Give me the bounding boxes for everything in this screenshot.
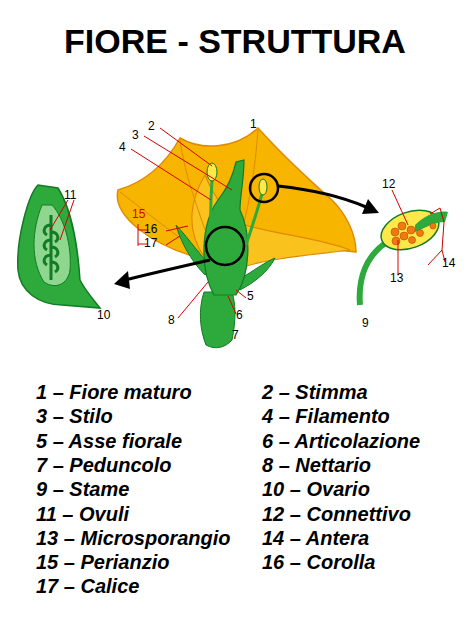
legend-item: 8 – Nettario [262, 455, 371, 475]
callout-number: 2 [148, 120, 155, 132]
callout-number: 13 [390, 272, 403, 284]
zoom-arrow [125, 260, 210, 280]
callout-number: 14 [442, 257, 455, 269]
legend-item: 6 – Articolazione [262, 431, 420, 451]
callout-number: 8 [168, 314, 175, 326]
leader-line [392, 190, 408, 275]
arrow-head [362, 199, 379, 214]
callout-number: 12 [382, 178, 395, 190]
legend-item: 4 – Filamento [262, 406, 390, 426]
leader-line [166, 226, 188, 245]
leader-line [178, 282, 246, 318]
leader-line [50, 200, 74, 240]
callout-number: 3 [132, 129, 139, 141]
legend-item: 11 – Ovuli [36, 504, 129, 524]
callout-number: 10 [97, 309, 110, 321]
callout-number: 6 [236, 309, 243, 321]
legend-item: 9 – Stame [36, 479, 129, 499]
legend-item: 5 – Asse fiorale [36, 431, 182, 451]
filament [360, 240, 390, 305]
legend-item: 12 – Connettivo [262, 504, 411, 524]
callout-number: 15 [132, 208, 145, 220]
leader-line [131, 128, 232, 200]
legend-item: 10 – Ovario [262, 479, 370, 499]
callout-number: 1 [250, 118, 257, 130]
callout-number: 5 [247, 290, 254, 302]
callout-number: 17 [144, 237, 157, 249]
pistil [204, 160, 248, 295]
legend-item: 13 – Microsporangio [36, 528, 231, 548]
callout-number: 11 [64, 189, 76, 201]
legend-item: 2 – Stimma [262, 382, 368, 402]
ovules [44, 215, 58, 280]
callout-number: 16 [144, 223, 157, 235]
title: FIORE - STRUTTURA [0, 24, 470, 58]
zoom-circle [250, 174, 278, 202]
callout-number: 4 [119, 141, 126, 153]
legend-item: 14 – Antera [262, 528, 369, 548]
arrow-head [114, 271, 130, 289]
ovary-section [18, 185, 100, 308]
legend-item: 17 – Calice [36, 576, 139, 596]
legend-item: 1 – Fiore maturo [36, 382, 192, 402]
callout-number: 7 [232, 329, 239, 341]
legend-item: 16 – Corolla [262, 552, 375, 572]
anther [259, 179, 267, 195]
anther-section [376, 203, 445, 257]
zoom-circle [206, 227, 244, 265]
callout-number: 9 [362, 317, 369, 329]
legend-item: 15 – Perianzio [36, 552, 169, 572]
legend-item: 3 – Stilo [36, 406, 113, 426]
zoom-arrow [278, 186, 366, 207]
filament [211, 180, 214, 268]
legend-item: 7 – Peduncolo [36, 455, 172, 475]
ovary-cavity [34, 205, 70, 286]
